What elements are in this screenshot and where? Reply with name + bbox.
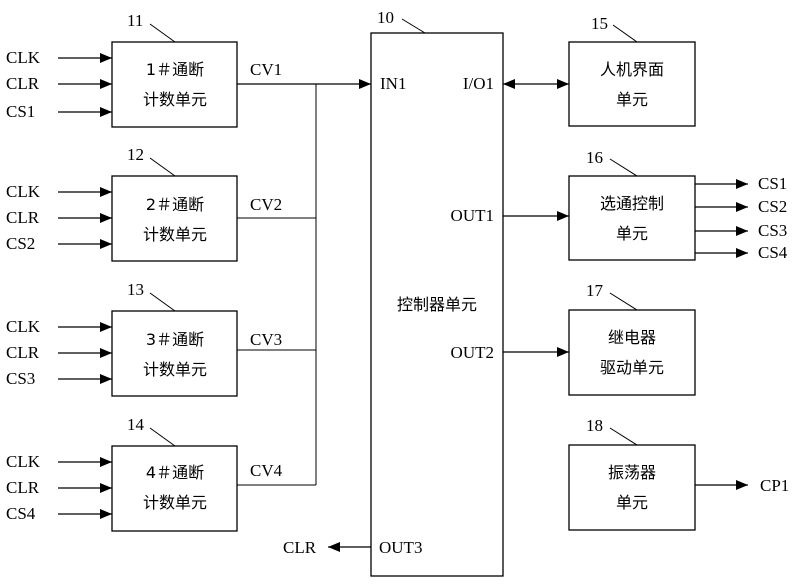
strobe-output-cs3: CS3 — [758, 221, 787, 240]
hmi-ref: 15 — [591, 14, 608, 33]
counter-3-label-line2: 计数单元 — [143, 360, 207, 379]
strobe-output-cs4: CS4 — [758, 243, 788, 262]
counter-2-label-line1: 2＃通断 — [146, 195, 204, 214]
counter-4-input-cs: CS4 — [6, 504, 36, 523]
oscillator-ref: 18 — [586, 416, 603, 435]
port-io1: I/O1 — [463, 74, 494, 93]
counter-2-box — [112, 176, 237, 261]
counter-1-box — [112, 42, 237, 127]
counter-2-label-line2: 计数单元 — [143, 225, 207, 244]
counter-4-leader-line — [150, 428, 175, 446]
counter-1-ref: 11 — [127, 11, 143, 30]
oscillator-output-label: CP1 — [760, 476, 789, 495]
counter-4-input-clr: CLR — [6, 478, 40, 497]
strobe-label-line1: 选通控制 — [600, 194, 664, 213]
strobe-output-cs1: CS1 — [758, 174, 787, 193]
relay-unit: 17 继电器 驱动单元 — [503, 281, 695, 395]
port-out2: OUT2 — [451, 343, 494, 362]
strobe-label-line2: 单元 — [616, 224, 648, 243]
relay-ref: 17 — [586, 281, 604, 300]
hmi-label-line2: 单元 — [616, 90, 648, 109]
strobe-box — [569, 176, 695, 260]
hmi-leader-line — [613, 25, 637, 42]
counter-2-input-cs: CS2 — [6, 234, 35, 253]
counter-unit-1: 11 1＃通断 计数单元 CLK CLR CS1 CV1 — [6, 11, 282, 127]
counter-4-label-line1: 4＃通断 — [146, 463, 204, 482]
oscillator-label-line1: 振荡器 — [608, 463, 656, 482]
counter-4-ref: 14 — [127, 415, 145, 434]
port-out1: OUT1 — [451, 206, 494, 225]
counter-1-input-clk: CLK — [6, 48, 41, 67]
controller-label: 控制器单元 — [397, 295, 477, 314]
counter-1-output-label: CV1 — [250, 60, 282, 79]
counter-3-ref: 13 — [127, 280, 144, 299]
counter-3-input-cs: CS3 — [6, 369, 35, 388]
clr-output-label: CLR — [283, 538, 317, 557]
counter-3-input-clk: CLK — [6, 317, 41, 336]
relay-label-line2: 驱动单元 — [600, 358, 664, 377]
counter-4-output-label: CV4 — [250, 461, 283, 480]
relay-leader-line — [610, 293, 637, 310]
counter-2-input-clk: CLK — [6, 182, 41, 201]
controller-leader-line — [402, 19, 425, 33]
oscillator-unit: 18 振荡器 单元 CP1 — [569, 416, 789, 530]
oscillator-label-line2: 单元 — [616, 493, 648, 512]
strobe-unit: 16 选通控制 单元 CS1 CS2 CS3 CS4 — [503, 148, 788, 262]
hmi-label-line1: 人机界面 — [600, 60, 664, 79]
counter-2-leader-line — [150, 158, 175, 176]
hmi-box — [569, 42, 695, 126]
strobe-output-cs2: CS2 — [758, 197, 787, 216]
strobe-leader-line — [610, 159, 637, 176]
counter-3-input-clr: CLR — [6, 343, 40, 362]
controller-ref: 10 — [377, 8, 394, 27]
port-in1: IN1 — [380, 74, 406, 93]
counter-4-input-clk: CLK — [6, 452, 41, 471]
clr-output: CLR — [283, 538, 371, 557]
relay-box — [569, 310, 695, 395]
counter-2-ref: 12 — [127, 145, 144, 164]
counter-3-leader-line — [150, 293, 175, 311]
counter-1-leader-line — [150, 24, 175, 42]
counter-4-label-line2: 计数单元 — [143, 493, 207, 512]
oscillator-box — [569, 445, 695, 530]
counter-1-label-line1: 1＃通断 — [146, 60, 204, 79]
counter-3-box — [112, 311, 237, 396]
counter-3-label-line1: 3＃通断 — [146, 330, 204, 349]
oscillator-leader-line — [610, 428, 637, 445]
counter-unit-3: 13 3＃通断 计数单元 CLK CLR CS3 CV3 — [6, 280, 282, 396]
counter-3-output-label: CV3 — [250, 330, 282, 349]
counter-2-output-label: CV2 — [250, 195, 282, 214]
port-out3: OUT3 — [379, 538, 422, 557]
strobe-ref: 16 — [586, 148, 603, 167]
counter-bus — [237, 84, 371, 485]
relay-label-line1: 继电器 — [608, 328, 656, 347]
counter-unit-4: 14 4＃通断 计数单元 CLK CLR CS4 CV4 — [6, 415, 283, 531]
counter-unit-2: 12 2＃通断 计数单元 CLK CLR CS2 CV2 — [6, 145, 282, 261]
counter-2-input-clr: CLR — [6, 208, 40, 227]
hmi-unit: 15 人机界面 单元 — [503, 14, 695, 126]
counter-1-input-cs: CS1 — [6, 102, 35, 121]
counter-4-box — [112, 446, 237, 531]
counter-1-input-clr: CLR — [6, 74, 40, 93]
controller-unit: 10 控制器单元 IN1 I/O1 OUT1 OUT2 OUT3 — [371, 8, 503, 576]
counter-1-label-line2: 计数单元 — [143, 90, 207, 109]
